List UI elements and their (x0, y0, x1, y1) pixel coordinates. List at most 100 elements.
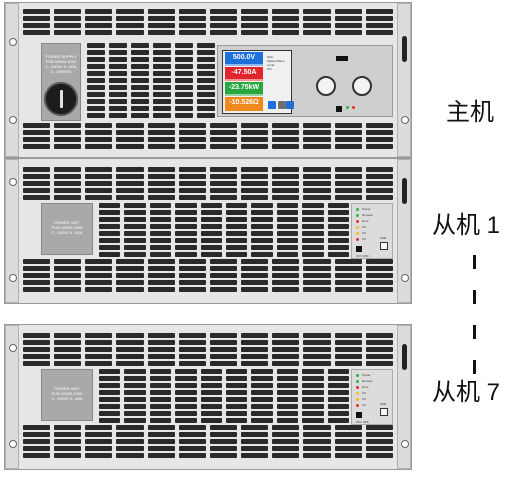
vent-slot (241, 23, 269, 28)
vent-slot (147, 30, 175, 35)
vent-slot (200, 376, 222, 381)
vent-slot (276, 252, 299, 257)
vent-slot (197, 113, 215, 118)
current-encoder-knob[interactable] (352, 76, 372, 96)
vent-slot (225, 203, 248, 208)
lock-icon[interactable] (286, 101, 294, 109)
vent-slot (327, 390, 349, 395)
vent-slot (23, 23, 51, 28)
vent-slot (241, 273, 269, 278)
vent-slot (124, 411, 146, 416)
vent-slot (175, 231, 197, 236)
vent-slot (251, 369, 273, 374)
vent-slot (149, 252, 172, 257)
voltage-encoder-knob[interactable] (316, 76, 336, 96)
master-unit: POWER SUPPLY PSB 10060-1000 0...1000V 0.… (4, 2, 412, 158)
vent-slot (209, 425, 238, 430)
led-label: CV (362, 397, 367, 401)
vent-slot (147, 347, 175, 352)
vent-slot (175, 64, 193, 69)
vent-slot (276, 411, 299, 416)
vent-slot (147, 137, 175, 142)
vent-slot (85, 361, 113, 366)
vent-slot (327, 238, 349, 243)
vent-slot (365, 9, 393, 14)
usb-port[interactable] (336, 56, 348, 61)
vent-slot (327, 252, 349, 257)
vent-slot (302, 390, 324, 395)
vent-slot (175, 50, 193, 55)
vent-slot (109, 78, 127, 83)
vent-slot (147, 280, 175, 285)
remote-led (356, 380, 359, 383)
vent-slot (197, 92, 215, 97)
vent-slot (327, 369, 349, 374)
vent-slot (149, 369, 172, 374)
vent-slot (23, 361, 51, 366)
vent-slot (334, 259, 362, 264)
vent-slot (54, 354, 82, 359)
mount-hole (401, 116, 409, 124)
slave1-unit: POWER UNIT PUB 10060-1000 0...1000V 0...… (4, 158, 412, 304)
vent-slot (23, 446, 51, 451)
vent-slot (209, 273, 238, 278)
vent-slot (85, 354, 113, 359)
usb-port[interactable] (380, 408, 388, 416)
vent-slot (178, 195, 206, 200)
vent-slot (178, 137, 206, 142)
vent-slot (153, 57, 171, 62)
vent-slot (209, 181, 238, 186)
vent-slot (131, 85, 149, 90)
vent-slot (85, 259, 113, 264)
vent-grille-top (23, 167, 393, 203)
vent-slot (209, 137, 238, 142)
usb-port[interactable] (380, 242, 388, 250)
vent-slot (178, 9, 206, 14)
vent-slot (153, 92, 171, 97)
vent-slot (276, 397, 299, 402)
menu-icon[interactable] (278, 101, 286, 109)
vent-slot (272, 425, 300, 430)
vent-slot (178, 266, 206, 271)
on-off-button[interactable] (356, 412, 362, 418)
settings-icon[interactable] (268, 101, 276, 109)
rack-ear-right (397, 159, 411, 303)
vent-slot (147, 432, 175, 437)
vent-slot (302, 231, 324, 236)
vent-slot (175, 397, 197, 402)
vent-slot (175, 99, 193, 104)
vent-slot (109, 85, 127, 90)
vent-slot (175, 203, 197, 208)
vent-slot (241, 425, 269, 430)
touch-display[interactable]: 500.0V -47.50A -23.75kW -10.526Ω Sink: M… (222, 50, 294, 114)
on-off-button[interactable] (356, 246, 362, 252)
vent-slot (116, 361, 144, 366)
handle-slot (402, 36, 407, 62)
vent-slot (23, 354, 51, 359)
vent-slot (116, 354, 144, 359)
display-info: Sink: Master/Slave Local ON (267, 55, 285, 71)
vent-slot (327, 397, 349, 402)
vent-slot (197, 78, 215, 83)
power-switch-knob[interactable] (44, 82, 78, 116)
vent-slot (303, 266, 331, 271)
on-off-button[interactable] (336, 106, 342, 112)
vent-slot (124, 376, 146, 381)
vent-slot (175, 92, 193, 97)
vent-slot (147, 130, 175, 135)
vent-slot (251, 238, 273, 243)
vent-slot (334, 137, 362, 142)
vent-slot (124, 203, 146, 208)
vent-slot (153, 85, 171, 90)
power-readout: -23.75kW (225, 82, 263, 96)
vent-slot (109, 92, 127, 97)
vent-slot (365, 273, 393, 278)
vent-slot (23, 30, 51, 35)
vent-slot (225, 238, 248, 243)
vent-slot (149, 411, 172, 416)
connector-dash (473, 290, 476, 304)
vent-slot (87, 50, 105, 55)
vent-slot (327, 383, 349, 388)
vent-slot (334, 425, 362, 430)
vent-slot (302, 252, 324, 257)
